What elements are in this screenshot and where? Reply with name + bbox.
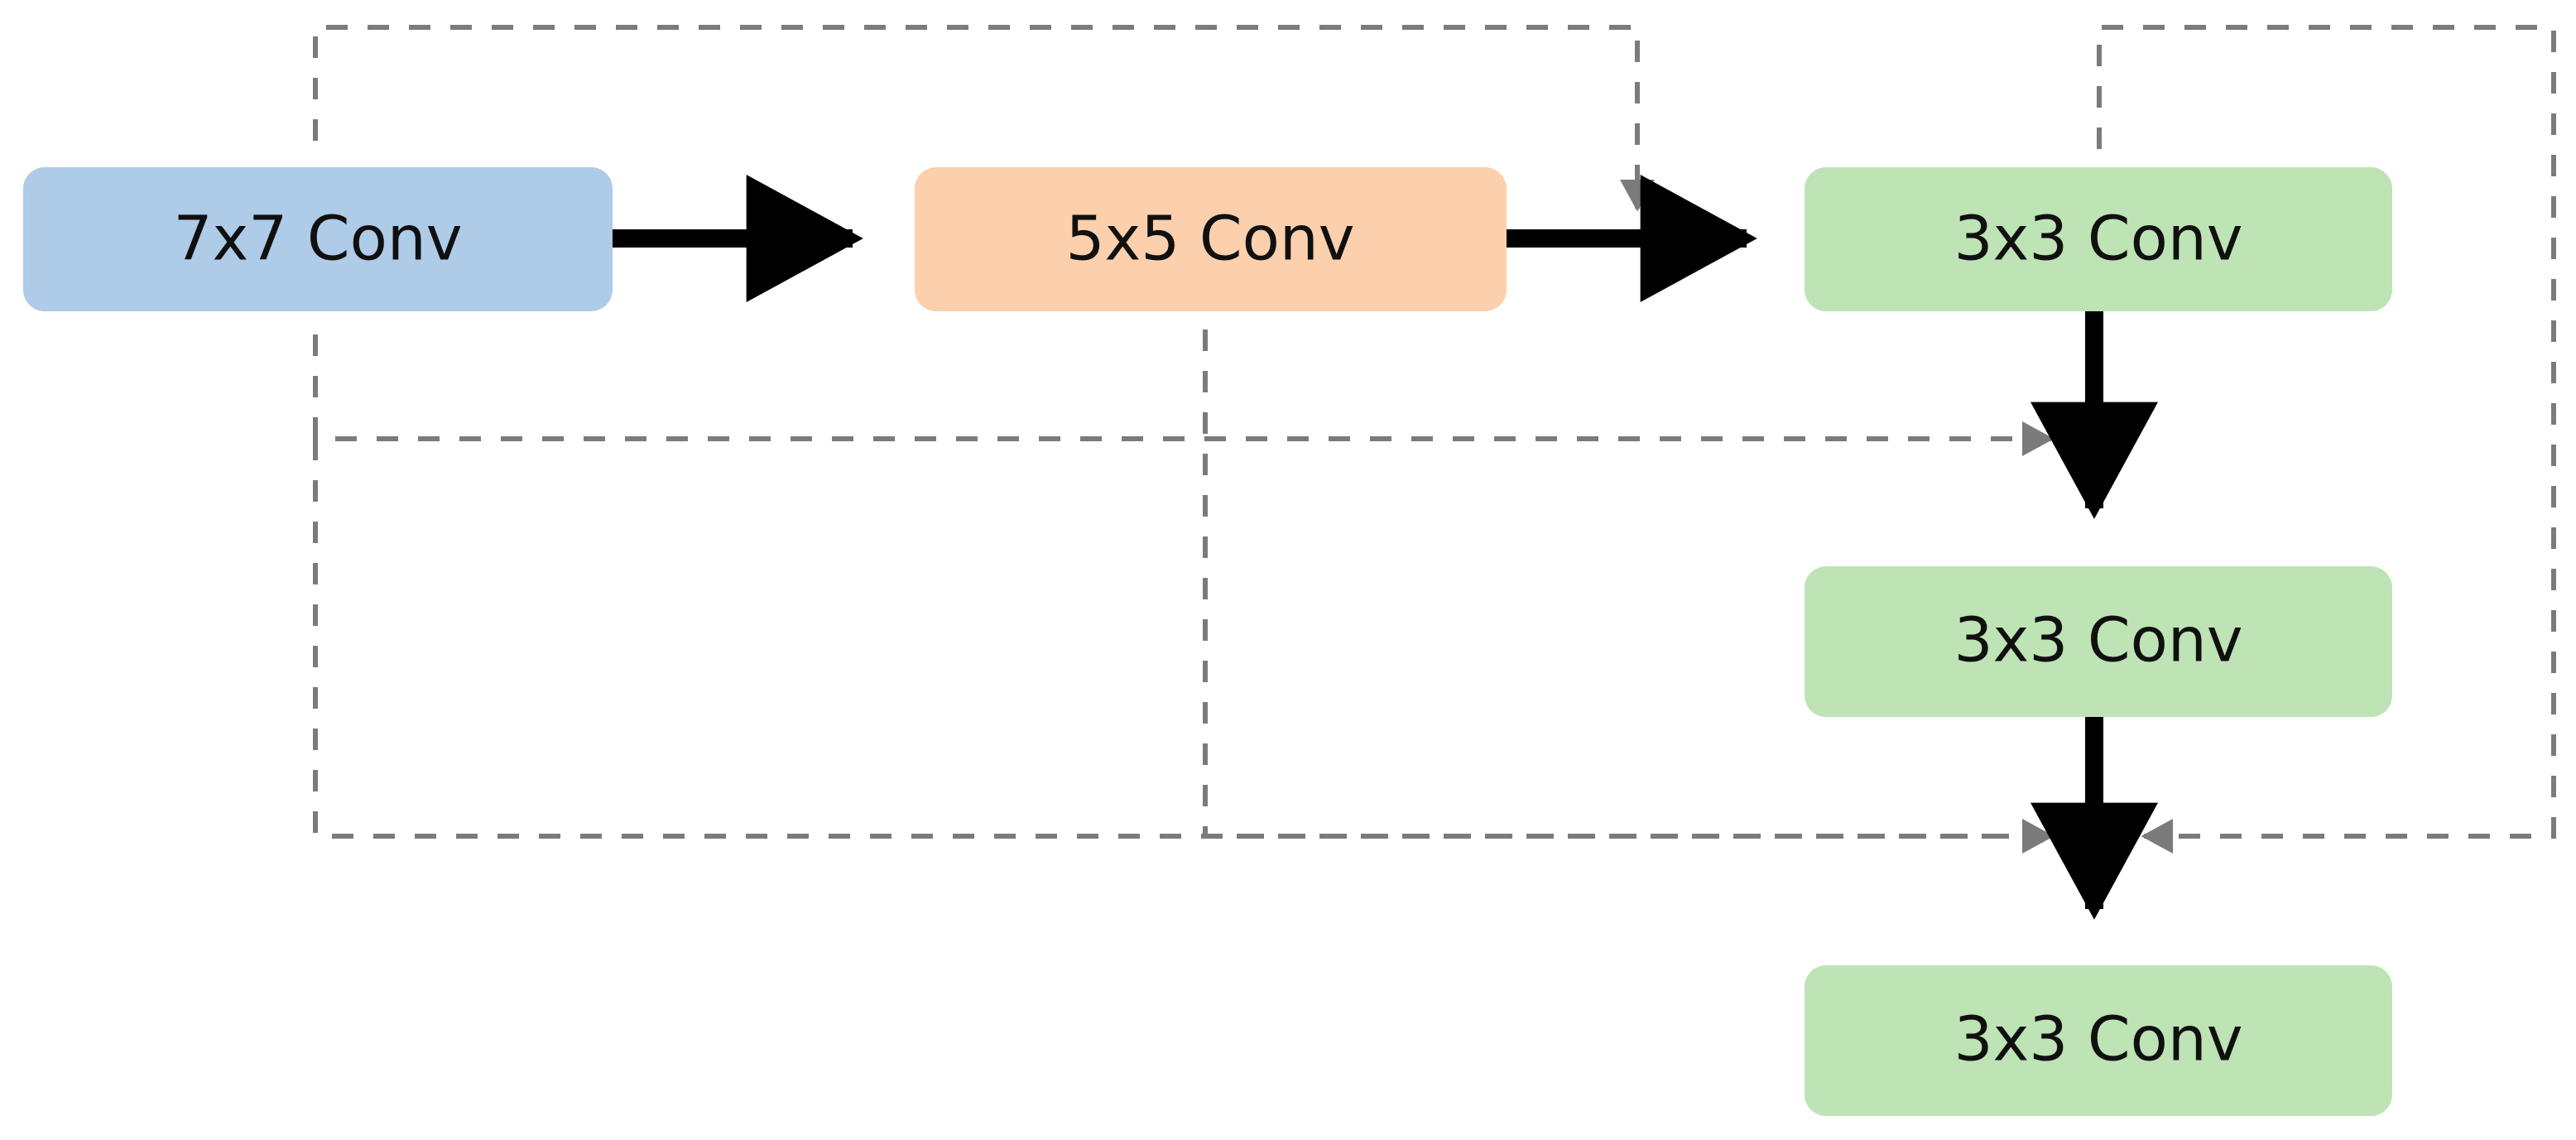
node-conv3-b-label: 3x3 Conv xyxy=(1954,605,2242,676)
flow-arrow-group xyxy=(613,175,2158,920)
node-conv7-label: 7x7 Conv xyxy=(173,204,462,275)
node-conv7-box[interactable] xyxy=(23,167,613,311)
node-conv3-a-box[interactable] xyxy=(1805,167,2392,311)
skip-path-conv7-to-vertical-link xyxy=(313,334,2055,456)
node-conv3-a[interactable]: 3x3 Conv xyxy=(1805,167,2392,311)
node-conv5-box[interactable] xyxy=(915,167,1507,311)
node-conv5[interactable]: 5x5 Conv xyxy=(915,167,1507,311)
skip-path-rect1-left-lower xyxy=(313,439,2051,839)
skip-path-conv7-to-conv3a-top xyxy=(313,25,1655,212)
skip-path-conv5-to-vertical-link xyxy=(1203,329,2055,854)
node-conv3-b-box[interactable] xyxy=(1805,566,2392,717)
node-conv3-c-label: 3x3 Conv xyxy=(1954,1004,2242,1075)
node-conv7[interactable]: 7x7 Conv xyxy=(23,167,613,311)
node-conv3-c-box[interactable] xyxy=(1805,965,2392,1116)
node-conv5-label: 5x5 Conv xyxy=(1065,204,1354,275)
node-conv3-a-label: 3x3 Conv xyxy=(1954,204,2242,275)
skip-connection-group xyxy=(313,25,2556,854)
node-conv3-c[interactable]: 3x3 Conv xyxy=(1805,965,2392,1116)
node-conv3-b[interactable]: 3x3 Conv xyxy=(1805,566,2392,717)
